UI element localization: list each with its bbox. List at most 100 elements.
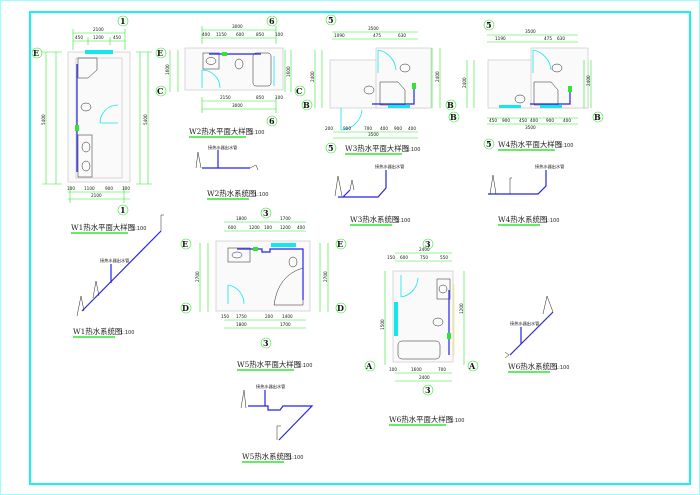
- basin-icon: [205, 57, 217, 65]
- w1-plan-title: W1热水平面大样图: [71, 223, 135, 232]
- dim: 100: [275, 32, 283, 37]
- dim: 200: [325, 126, 333, 131]
- dim: 1800: [236, 216, 247, 221]
- dim: 1090: [334, 33, 345, 38]
- w1-shower: [77, 57, 98, 79]
- w2-system: 接热水器出水管 W2热水系统图 1:100: [195, 144, 268, 200]
- axis-bubble: [31, 47, 43, 59]
- axis-label: 6: [269, 116, 275, 126]
- w3-plan: 3500 1090 475 630 200 900 700 400 900 40…: [301, 14, 457, 155]
- toilet-icon: [551, 63, 563, 73]
- w2-plan-title: W2热水平面大样图: [189, 127, 253, 136]
- dim: 1400: [282, 314, 293, 319]
- dim: 450: [489, 118, 497, 123]
- dim: 2400: [419, 247, 430, 252]
- dim: 1600: [165, 64, 170, 75]
- axis-label: 3: [263, 338, 269, 348]
- w6-plan: 2400 150 600 750 550 100 1600 700 2400 1…: [364, 238, 479, 426]
- w5-system: 接热水器出水管 W5热水系统图 1:100: [240, 383, 314, 463]
- w5-plan: 1800 1700 600 1200 100 1200 400 150 1750…: [180, 207, 347, 371]
- axis-label: 5: [486, 20, 492, 30]
- note: 接热水器出水管: [208, 144, 237, 151]
- axis-label: E: [33, 48, 39, 58]
- dim: 450: [113, 35, 121, 40]
- w1-vanity: [77, 134, 93, 178]
- dim: 1150: [216, 32, 227, 37]
- dim: 550: [440, 255, 448, 260]
- axis-label: E: [337, 239, 343, 249]
- dim: 1200: [280, 225, 291, 230]
- pipe: [81, 230, 162, 312]
- w5-system-title: W5热水系统图: [242, 452, 291, 461]
- basin-icon: [363, 85, 375, 95]
- toilet-icon: [234, 58, 244, 70]
- dim: 3000: [232, 103, 243, 108]
- scale: 1:100: [120, 330, 134, 336]
- w1-system-title: W1热水系统图: [73, 327, 122, 336]
- w1-top-total: 2100: [93, 27, 104, 32]
- axis-label: 3: [263, 208, 269, 218]
- dim: 400: [297, 225, 305, 230]
- w2-room-outline: [184, 47, 284, 91]
- dim: 100: [67, 186, 75, 191]
- basin-icon: [231, 251, 243, 259]
- toilet-icon: [288, 256, 298, 268]
- door: [201, 69, 221, 89]
- dim: 900: [343, 126, 351, 131]
- w1-door: [99, 104, 119, 124]
- axis-label: A: [365, 361, 373, 371]
- axis-label: 6: [269, 16, 275, 26]
- dim: 1700: [280, 322, 291, 327]
- w1-valve-icon: [75, 125, 79, 131]
- dim: 850: [256, 32, 264, 37]
- axis-label: 3: [425, 385, 431, 395]
- note: 接热水器出水管: [256, 383, 285, 390]
- w1-toilet-icon: [80, 102, 92, 112]
- dim: 2400: [462, 77, 467, 88]
- scale: 1:100: [545, 218, 559, 224]
- axis-label: C: [157, 86, 163, 96]
- shower-icon: [533, 81, 559, 106]
- w3-system-title: W3热水系统图: [350, 215, 399, 224]
- w4-system: 接热水器出水管 W4热水系统图 1:100: [488, 163, 564, 226]
- dim: 3500: [525, 29, 536, 34]
- axis-label: B: [594, 112, 601, 122]
- dim: 2400: [419, 375, 430, 380]
- w1-plan: 2100 450 1200 450 100 1100 900 100 2100 …: [31, 15, 167, 234]
- dim: 630: [398, 33, 406, 38]
- axis-label: B: [450, 112, 457, 122]
- w5-room-outline: [215, 240, 311, 312]
- dim: 900: [546, 118, 554, 123]
- bathtub-icon: [397, 340, 441, 360]
- dim: 1200: [249, 225, 260, 230]
- basin-icon: [438, 284, 448, 294]
- scale: 1:100: [406, 147, 420, 153]
- axis-label: D: [337, 303, 344, 313]
- dim: 700: [438, 367, 446, 372]
- dim: 400: [530, 118, 538, 123]
- dim: 2150: [220, 95, 231, 100]
- dim: 2700: [195, 271, 200, 282]
- toilet-icon: [399, 63, 411, 73]
- dim: 1200: [93, 35, 104, 40]
- dim: 600: [228, 225, 236, 230]
- dim: 2700: [323, 271, 328, 282]
- scale: 1:100: [559, 143, 573, 149]
- axis-bubble: [155, 47, 167, 59]
- dim: 2400: [310, 71, 315, 82]
- dim: 2400: [435, 71, 440, 82]
- axis-label: A: [468, 361, 476, 371]
- scale: 1:100: [396, 218, 410, 224]
- dim: 150: [221, 314, 229, 319]
- vanity: [227, 247, 251, 263]
- axis-label: 5: [328, 143, 334, 153]
- scale: 1:100: [289, 455, 303, 461]
- scale: 1:100: [450, 418, 464, 424]
- scale: 1:100: [254, 192, 268, 198]
- axis-bubble: [117, 15, 129, 27]
- dim: 900: [394, 126, 402, 131]
- scale: 1:100: [250, 130, 264, 136]
- dim: 5400: [143, 114, 148, 125]
- dim: 750: [420, 255, 428, 260]
